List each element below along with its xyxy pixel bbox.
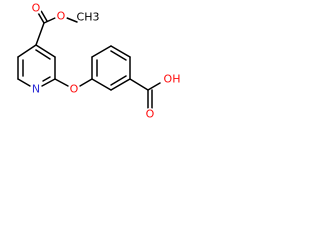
bonds [17,8,161,109]
bridge-oxygen-label: O [70,83,79,96]
bond-pyr-c3-c4 [35,44,56,58]
molecule-structure: O O CH3 N O O OH [17,2,180,121]
bond-ester-to-ring [35,22,45,46]
bond-benz-2-3 [91,45,112,58]
bond-pyr-c6-n [17,78,31,87]
bond-pyr-n-c2-inner [42,76,51,82]
bond-pyr-c3-c4-inner [35,49,51,60]
atom-labels: O O CH3 N O O OH [30,2,180,121]
bond-benz-6-1 [91,78,112,91]
bond-benz-5-6-inner [110,75,127,86]
bond-acid-oh [147,82,161,91]
acid-carbonyl-oxygen-label: O [146,108,155,121]
bond-c2-o [54,78,69,87]
bond-benz-3-4-inner [110,50,127,61]
pyridine-nitrogen-label: N [32,83,40,96]
bond-benz-5-6 [110,78,131,91]
bond-pyr-n-c2 [41,78,56,87]
bond-o-benz [79,78,93,87]
bond-ester-o-methyl [66,17,78,23]
bond-benz-to-acid [129,78,149,91]
ester-ether-oxygen-label: O [57,10,66,23]
ester-carbonyl-oxygen-label: O [32,2,41,15]
bond-pyr-c4-c5 [17,44,37,58]
acid-hydroxyl-label: OH [164,73,181,86]
bond-benz-3-4 [110,45,131,58]
bond-ester-co [43,17,56,24]
methyl-label: CH3 [77,11,100,24]
